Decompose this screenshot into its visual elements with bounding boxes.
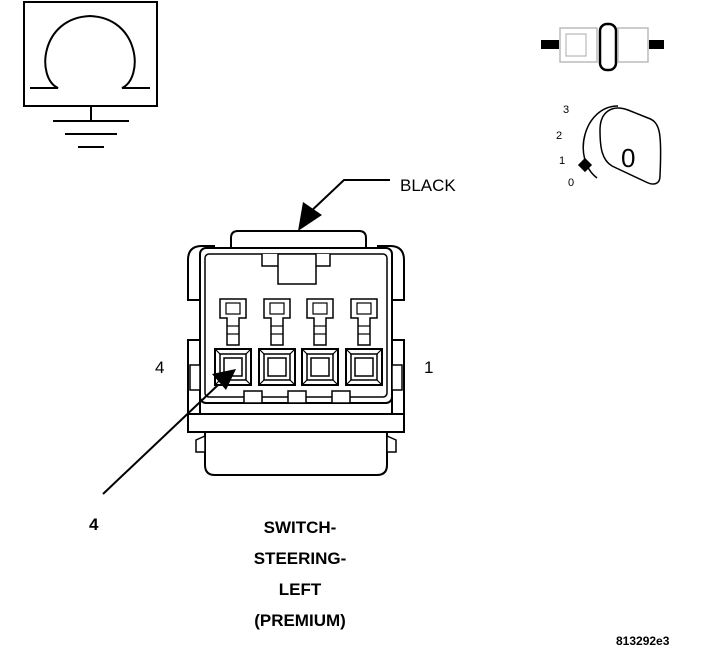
- pin-right-label: 1: [424, 358, 434, 377]
- title-line: SWITCH-: [263, 518, 337, 537]
- terminal-pin: [310, 357, 330, 377]
- key-position-1: 1: [559, 155, 565, 167]
- title-line: LEFT: [278, 580, 322, 599]
- cavity-callout-arrow: [102, 369, 236, 495]
- cavity-callout-label: 4: [89, 515, 99, 534]
- terminal-latch-window: [225, 302, 241, 315]
- terminal-latch-window: [269, 302, 285, 315]
- key-position-2: 2: [556, 130, 562, 142]
- connector-title: SWITCH- STEERING- LEFT (PREMIUM): [220, 512, 380, 636]
- key-position-3: 3: [563, 104, 569, 116]
- key-label: 0: [621, 143, 635, 173]
- terminal-latch-window: [312, 302, 328, 315]
- color-callout-arrow: [298, 179, 390, 231]
- figure-id: 813292e3: [616, 634, 670, 648]
- terminal-pin: [267, 357, 287, 377]
- connector-color-label: BLACK: [400, 176, 456, 195]
- title-line: STEERING-: [253, 549, 347, 568]
- ground-ohm-symbol-icon: [23, 1, 158, 148]
- key-position-0: 0: [568, 177, 574, 189]
- terminal-pin: [354, 357, 374, 377]
- pin-left-label: 4: [155, 358, 165, 377]
- title-line: (PREMIUM): [254, 611, 346, 630]
- ignition-key-icon: 3 2 1 0 0: [556, 104, 662, 189]
- terminal-cavities: [214, 298, 383, 386]
- inline-connector-icon: [541, 22, 664, 72]
- terminal-latch-window: [356, 302, 372, 315]
